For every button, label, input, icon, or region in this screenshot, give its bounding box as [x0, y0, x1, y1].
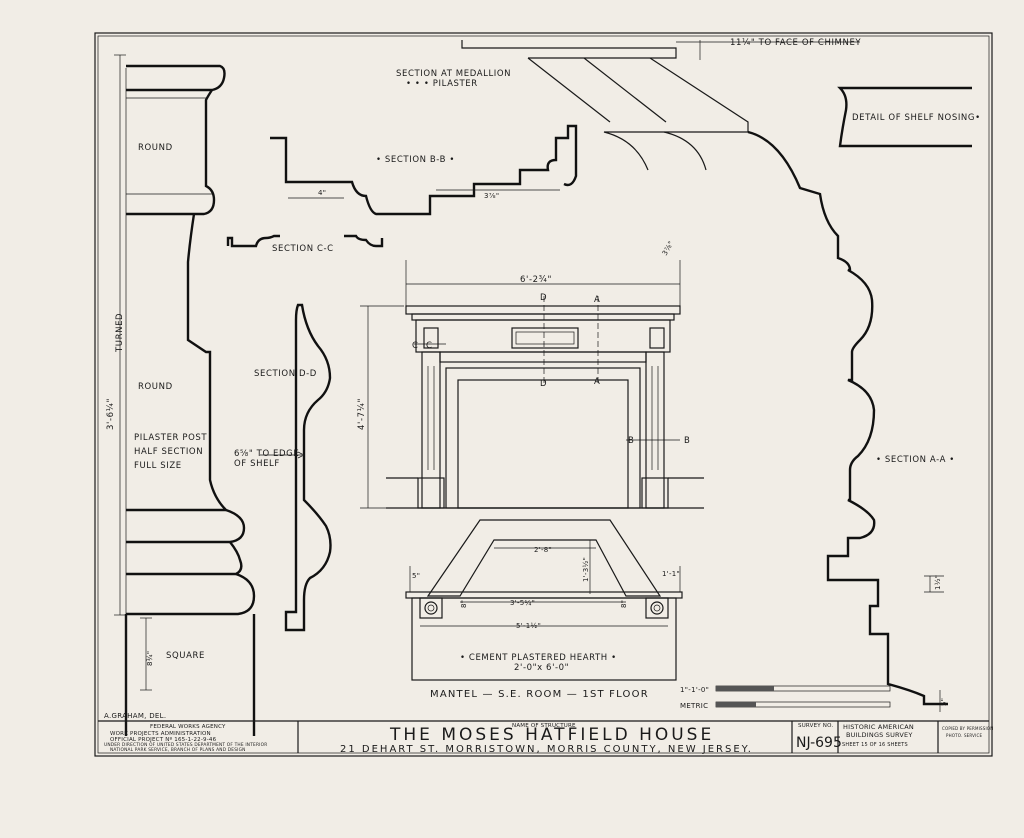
turned-label: TURNED [115, 313, 125, 353]
sheet-border [94, 32, 993, 757]
total-height-dim: 3'-6¼" [106, 398, 116, 430]
side-left-dim: 5" [412, 572, 420, 580]
small-dim-b: 8" [620, 600, 628, 608]
square-height-dim: 8¾" [146, 651, 154, 666]
survey-org-2: BUILDINGS SURVEY [846, 731, 913, 739]
section-aa-profile [747, 130, 948, 712]
scale-metric-label: METRIC [680, 702, 708, 710]
survey-no-label: SURVEY NO. [798, 723, 833, 729]
hearth-label-1: • CEMENT PLASTERED HEARTH • [460, 653, 617, 663]
pilaster-post-label: PILASTER POST [134, 433, 207, 443]
agency-line-5: NATIONAL PARK SERVICE, BRANCH OF PLANS A… [110, 747, 246, 753]
section-cc-label: SECTION C-C [272, 244, 334, 254]
shelf-nosing-label: DETAIL OF SHELF NOSING• [852, 113, 981, 123]
agency-line-1: FEDERAL WORKS AGENCY [150, 724, 226, 730]
edge-of-shelf-label-2: OF SHELF [234, 459, 280, 469]
graphic-scales [715, 685, 891, 708]
round-label-top: ROUND [138, 143, 173, 153]
structure-name: THE MOSES HATFIELD HOUSE [389, 725, 714, 745]
title-block [98, 720, 989, 753]
scale-imperial-label: 1"-1'-0" [680, 686, 709, 694]
aa-bottom-dim: 5" [940, 698, 948, 706]
small-dim-a: 8" [460, 600, 468, 608]
marker-a-mid: A [594, 377, 600, 387]
hearth-label-2: 2'-0"x 6'-0" [514, 663, 569, 673]
marker-a-top: A [594, 295, 600, 305]
bb-left-dim: 4" [318, 189, 326, 197]
edge-of-shelf-label-1: 6⅝" TO EDGE [234, 449, 299, 459]
marker-b-right: B [684, 436, 690, 446]
medallion-pilaster-section [461, 40, 860, 171]
marker-d-mid: D [540, 379, 547, 389]
mantel-elevation [360, 260, 704, 681]
marker-d-top: D [540, 293, 547, 303]
section-dd-label: SECTION D-D [254, 369, 317, 379]
corner-note-2: PHOTO. SERVICE [946, 733, 982, 738]
marker-c-left: C [412, 341, 419, 351]
corner-note-1: COPIED BY PERMISSION [942, 726, 993, 731]
hearth-width-dim: 5'-1½" [516, 622, 541, 630]
medallion-label-2: • • • PILASTER [406, 79, 478, 89]
aa-small-dim: 1½" [934, 575, 942, 590]
full-size-label: FULL SIZE [134, 461, 182, 471]
medallion-label-1: SECTION AT MEDALLION [396, 69, 511, 79]
square-label: SQUARE [166, 651, 205, 661]
section-bb-label: • SECTION B-B • [376, 155, 455, 165]
pilaster-post-section [114, 54, 256, 736]
side-right-dim: 1'-1" [662, 570, 680, 578]
marker-b-left: B [628, 436, 634, 446]
marker-c-right: C [426, 341, 433, 351]
section-bb-profile [270, 124, 578, 216]
opening-top-dim: 2'-8" [534, 546, 552, 554]
chimney-dim-label: 11¼" TO FACE OF CHIMNEY [730, 38, 861, 48]
bb-right-dim: 3⅞" [484, 192, 499, 200]
survey-number: NJ-695 [796, 735, 842, 751]
opening-mid-dim: 3'-5¼" [510, 599, 535, 607]
agency-line-2: WORK PROJECTS ADMINISTRATION [110, 731, 211, 737]
mantel-height-dim: 4'-7¼" [357, 398, 367, 430]
round-label-mid: ROUND [138, 382, 173, 392]
sheet-inner-border [97, 35, 990, 754]
opening-depth-dim: 1'-3½" [582, 557, 590, 582]
mantel-width-dim: 6'-2¾" [520, 275, 552, 285]
agency-line-3: OFFICIAL PROJECT Nº 165-1-22-9-46 [110, 736, 217, 743]
shelf-nosing-profile [837, 86, 972, 148]
mantel-caption: MANTEL — S.E. ROOM — 1ST FLOOR [430, 689, 649, 700]
survey-org-1: HISTORIC AMERICAN [843, 723, 914, 731]
section-dd-profile [260, 303, 332, 632]
half-section-label: HALF SECTION [134, 447, 203, 457]
delineator-credit: A.GRAHAM, DEL. [104, 712, 166, 720]
mantel-depth-dim: 3⅞" [661, 240, 676, 257]
structure-address: 21 DEHART ST. MORRISTOWN, MORRIS COUNTY,… [340, 744, 753, 755]
section-cc-profile [226, 234, 384, 248]
agency-line-4: UNDER DIRECTION OF UNITED STATES DEPARTM… [104, 742, 267, 748]
sheet-number: SHEET 15 OF 16 SHEETS [842, 742, 908, 748]
section-aa-label: • SECTION A-A • [876, 455, 955, 465]
name-of-structure-label: NAME OF STRUCTURE [512, 723, 576, 729]
